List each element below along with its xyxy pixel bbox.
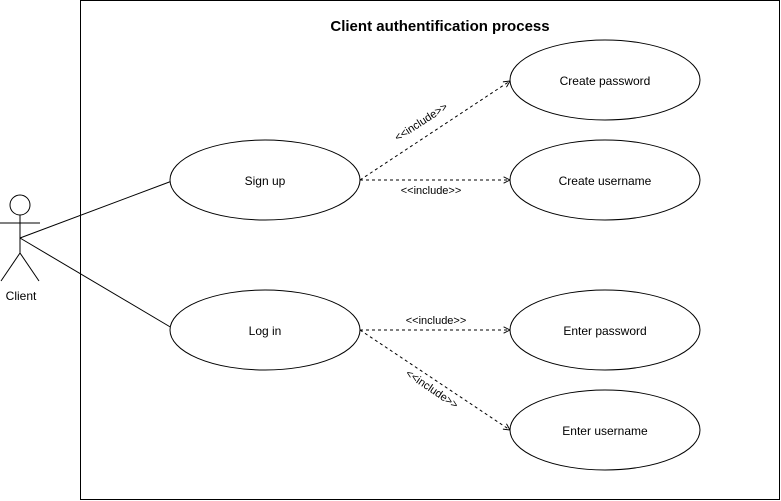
association-client-sign-up[interactable] xyxy=(19,180,173,239)
include-label-login-enter-password: <<include>> xyxy=(406,315,467,327)
use-case-sign-up-label: Sign up xyxy=(245,174,286,188)
use-case-create-password[interactable]: Create password xyxy=(509,39,701,121)
use-case-log-in-ellipse xyxy=(169,289,361,371)
use-case-sign-up-ellipse xyxy=(169,139,361,221)
actor-right-leg xyxy=(19,252,40,282)
include-login-enter-username[interactable] xyxy=(359,329,510,430)
use-case-create-username-ellipse xyxy=(509,139,701,221)
use-case-enter-username-ellipse xyxy=(509,389,701,471)
association-client-log-in[interactable] xyxy=(19,237,173,329)
actor-client[interactable]: Client xyxy=(0,194,40,303)
include-label-signup-create-username: <<include>> xyxy=(401,185,462,197)
use-case-enter-username[interactable]: Enter username xyxy=(509,389,701,471)
use-case-log-in[interactable]: Log in xyxy=(169,289,361,371)
use-case-enter-password-ellipse xyxy=(509,289,701,371)
use-case-create-password-label: Create password xyxy=(560,74,651,88)
use-case-log-in-label: Log in xyxy=(249,324,282,338)
use-case-sign-up[interactable]: Sign up xyxy=(169,139,361,221)
use-case-create-username[interactable]: Create username xyxy=(509,139,701,221)
actor-head xyxy=(9,194,31,216)
system-title: Client authentification process xyxy=(330,18,549,35)
use-case-enter-username-label: Enter username xyxy=(562,424,648,438)
actor-label: Client xyxy=(6,289,37,303)
use-case-enter-password[interactable]: Enter password xyxy=(509,289,701,371)
actor-left-leg xyxy=(0,252,21,282)
use-case-create-username-label: Create username xyxy=(559,174,652,188)
use-case-create-password-ellipse xyxy=(509,39,701,121)
use-case-enter-password-label: Enter password xyxy=(563,324,646,338)
